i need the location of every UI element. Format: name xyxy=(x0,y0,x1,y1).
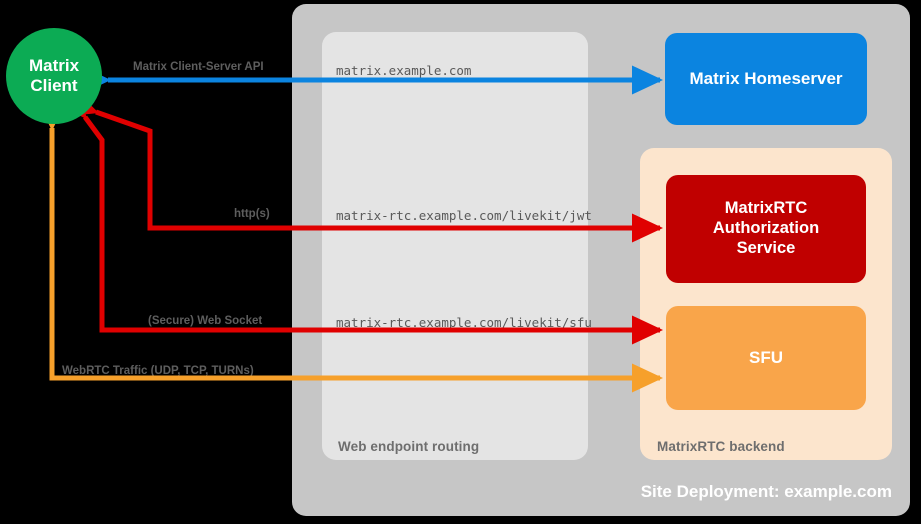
endpoint-url-livekit-jwt: matrix-rtc.example.com/livekit/jwt xyxy=(336,208,592,223)
web-endpoint-routing-label: Web endpoint routing xyxy=(338,439,480,454)
protocol-label-cs-api: Matrix Client-Server API xyxy=(133,61,264,73)
protocol-label-webrtc: WebRTC Traffic (UDP, TCP, TURNs) xyxy=(62,365,254,377)
node-sfu[interactable]: SFU xyxy=(666,306,866,410)
protocol-label-websocket: (Secure) Web Socket xyxy=(148,315,263,327)
matrixrtc-backend-label: MatrixRTC backend xyxy=(657,439,785,454)
node-matrix-client[interactable]: Matrix Client xyxy=(6,28,102,124)
node-matrix-homeserver[interactable]: Matrix Homeserver xyxy=(665,33,867,125)
auth-line2: Authorization xyxy=(712,219,820,238)
auth-line3: Service xyxy=(736,238,796,257)
endpoint-url-matrix: matrix.example.com xyxy=(336,63,472,78)
matrix-client-line2: Client xyxy=(30,76,78,95)
protocol-label-http: http(s) xyxy=(234,208,270,220)
matrix-homeserver-label: Matrix Homeserver xyxy=(689,68,843,88)
endpoint-url-livekit-sfu: matrix-rtc.example.com/livekit/sfu xyxy=(336,315,592,330)
sfu-label: SFU xyxy=(749,347,783,367)
auth-line1: MatrixRTC xyxy=(724,199,808,218)
site-deployment-label: Site Deployment: example.com xyxy=(640,482,892,501)
node-matrixrtc-authorization-service[interactable]: MatrixRTC Authorization Service xyxy=(666,175,866,283)
web-endpoint-routing-container xyxy=(322,32,588,460)
matrix-client-line1: Matrix xyxy=(28,55,80,75)
